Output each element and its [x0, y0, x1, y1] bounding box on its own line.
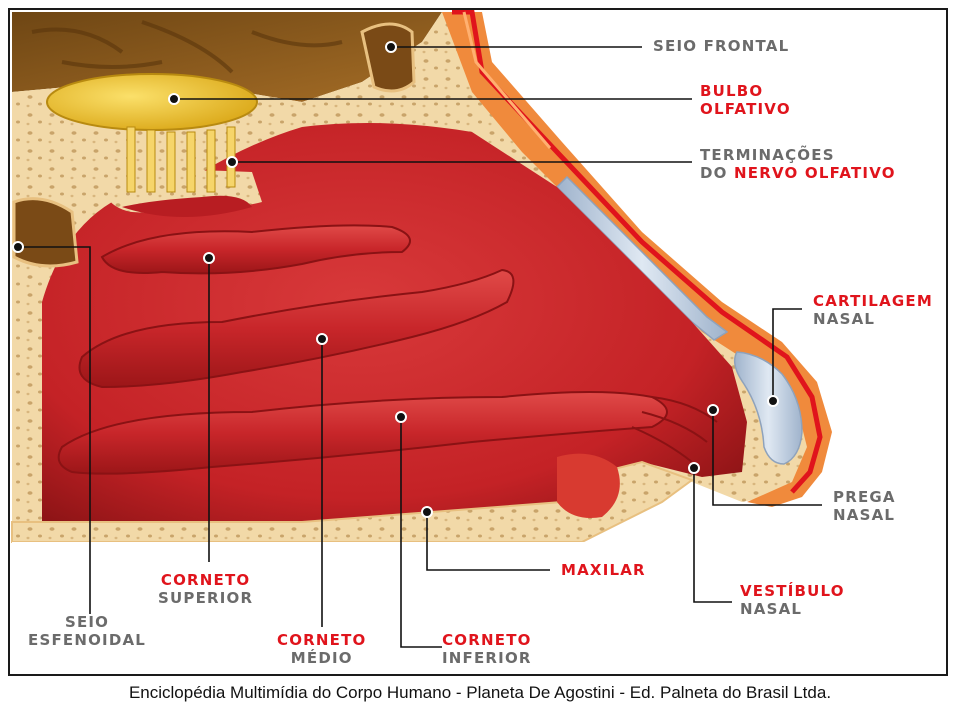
label-corneto-medio: CORNETO MÉDIO	[277, 631, 367, 667]
middle-turbinate	[78, 268, 515, 389]
superior-turbinate	[100, 224, 411, 275]
dot-cartilagem	[767, 395, 779, 407]
dot-corneto-medio	[316, 333, 328, 345]
label-cartilagem-nasal: CARTILAGEM NASAL	[813, 292, 933, 328]
dot-vestibulo	[688, 462, 700, 474]
figure-caption: Enciclopédia Multimídia do Corpo Humano …	[128, 683, 832, 702]
label-corneto-inferior: CORNETO INFERIOR	[442, 631, 532, 667]
label-corneto-superior: CORNETO SUPERIOR	[158, 571, 254, 607]
dot-bulbo-olfativo	[168, 93, 180, 105]
olfactory-bulb	[46, 73, 258, 131]
marker-dots	[12, 41, 779, 518]
label-maxilar: MAXILAR	[561, 561, 646, 579]
dot-prega	[707, 404, 719, 416]
dot-corneto-inferior	[395, 411, 407, 423]
frontal-sinus	[360, 22, 416, 93]
nasal-cavity-illustration	[11, 10, 942, 674]
alar-cartilage	[733, 351, 803, 465]
dot-maxilar	[421, 506, 433, 518]
label-vestibulo-nasal: VESTÍBULO NASAL	[740, 582, 845, 618]
label-seio-esfenoidal: SEIO ESFENOIDAL	[28, 613, 147, 649]
dot-seio-frontal	[385, 41, 397, 53]
label-prega-nasal: PREGA NASAL	[833, 488, 896, 524]
inferior-turbinate	[57, 391, 668, 475]
dot-terminacoes	[226, 156, 238, 168]
leader-lines	[18, 46, 822, 648]
maxilla-bone	[11, 460, 695, 543]
dot-seio-esfenoidal	[12, 241, 24, 253]
anatomy-figure: SEIO FRONTAL BULBO OLFATIVO TERMINAÇÕES …	[8, 8, 948, 676]
sphenoid-sinus	[12, 197, 79, 268]
maxillary-tissue	[557, 453, 620, 518]
dot-corneto-superior	[203, 252, 215, 264]
label-bulbo-olfativo: BULBO OLFATIVO	[700, 82, 791, 118]
label-seio-frontal: SEIO FRONTAL	[653, 37, 790, 55]
label-terminacoes-nervo-olfativo: TERMINAÇÕES DO NERVO OLFATIVO	[700, 146, 896, 182]
